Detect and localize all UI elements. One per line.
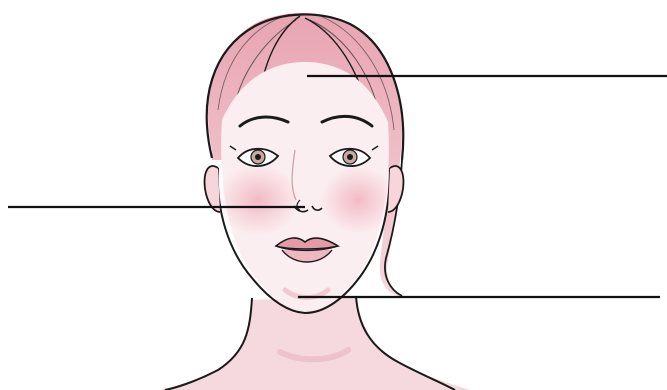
face xyxy=(205,62,404,313)
